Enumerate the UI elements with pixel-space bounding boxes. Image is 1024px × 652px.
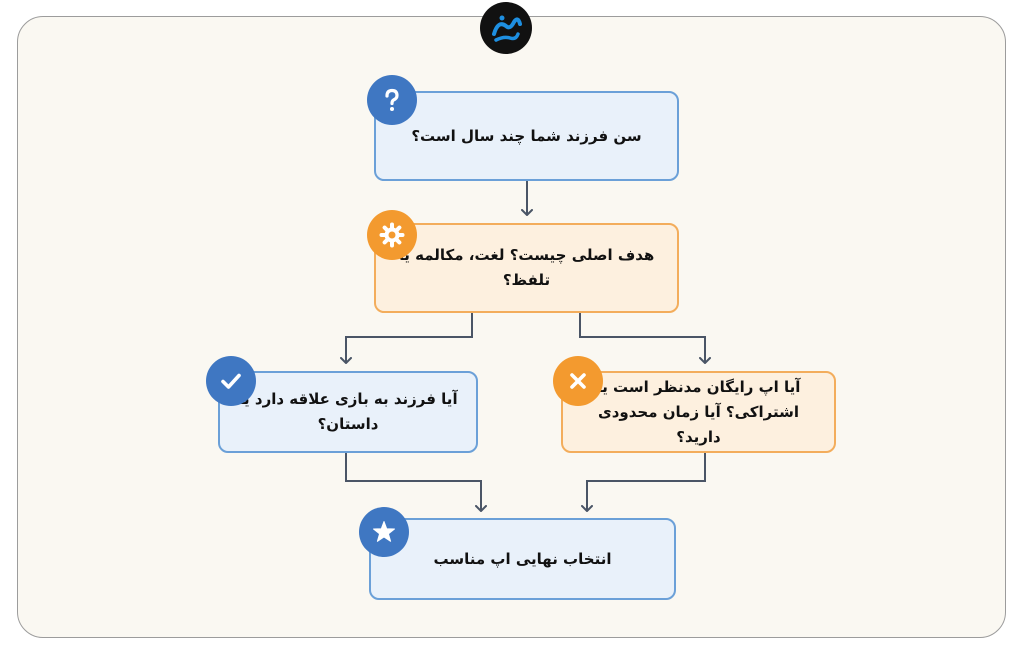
node-final-choice-text: انتخاب نهایی اپ مناسب <box>433 549 612 568</box>
star-icon <box>359 507 409 557</box>
node-main-goal-text: هدف اصلی چیست؟ لغت، مکالمه یا تلفظ؟ <box>398 246 655 289</box>
node-main-goal: هدف اصلی چیست؟ لغت، مکالمه یا تلفظ؟ <box>374 223 679 313</box>
gear-icon <box>367 210 417 260</box>
arrow-goal-to-interest <box>340 313 473 364</box>
node-interest-question-text: آیا فرزند به بازی علاقه دارد یا داستان؟ <box>238 390 458 433</box>
node-age-question: سن فرزند شما چند سال است؟ <box>374 91 679 181</box>
question-mark-icon <box>367 75 417 125</box>
brand-logo <box>480 2 532 54</box>
node-free-or-subscription: آیا اپ رایگان مدنظر است یا اشتراکی؟ آیا … <box>561 371 836 453</box>
node-age-question-text: سن فرزند شما چند سال است؟ <box>411 126 642 145</box>
arrow-goal-to-subscription <box>579 313 711 364</box>
arrow-interest-to-final <box>345 453 487 512</box>
node-free-or-subscription-text: آیا اپ رایگان مدنظر است یا اشتراکی؟ آیا … <box>596 377 801 446</box>
arrow-subscription-to-final <box>581 453 706 512</box>
node-final-choice: انتخاب نهایی اپ مناسب <box>369 518 676 600</box>
x-mark-icon <box>553 356 603 406</box>
node-interest-question: آیا فرزند به بازی علاقه دارد یا داستان؟ <box>218 371 478 453</box>
checkmark-icon <box>206 356 256 406</box>
